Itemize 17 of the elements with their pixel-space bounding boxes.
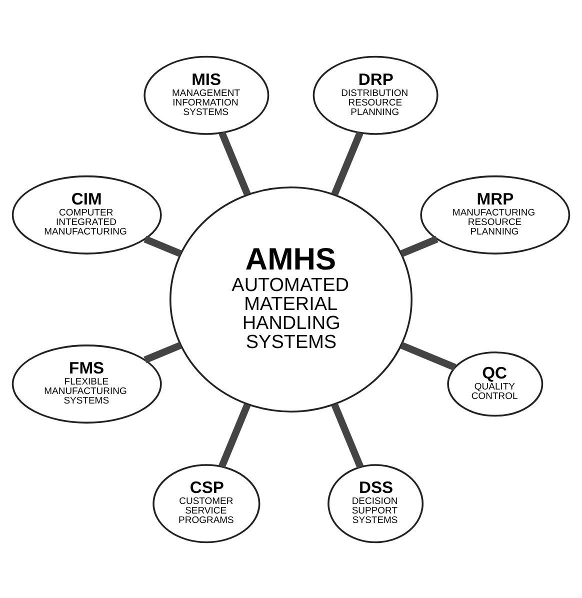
connector <box>144 235 182 257</box>
node-ellipse: FMS FLEXIBLE MANUFACTURING SYSTEMS <box>12 344 162 424</box>
connector <box>218 402 251 468</box>
node-ellipse: DRP DISTRIBUTION RESOURCE PLANNING <box>312 55 438 134</box>
connector <box>144 341 182 363</box>
node-ellipse: CSP CUSTOMER SERVICE PROGRAMS <box>152 464 260 543</box>
connector <box>400 235 438 257</box>
connector <box>218 131 251 196</box>
node-ellipse: CIM COMPUTER INTEGRATED MANUFACTURING <box>12 174 162 254</box>
connector <box>331 131 364 196</box>
node-circle: AMHS AUTOMATED MATERIAL HANDLING SYSTEMS <box>170 186 412 412</box>
node-ellipse: QC QUALITY CONTROL <box>447 350 544 416</box>
node-ellipse: MIS MANAGEMENT INFORMATION SYSTEMS <box>144 55 270 134</box>
connector <box>400 341 456 370</box>
node-ellipse: MRP MANUFACTURING RESOURCE PLANNING <box>420 174 570 254</box>
node-ellipse: DSS DECISION SUPPORT SYSTEMS <box>328 464 424 543</box>
connector <box>331 402 364 468</box>
